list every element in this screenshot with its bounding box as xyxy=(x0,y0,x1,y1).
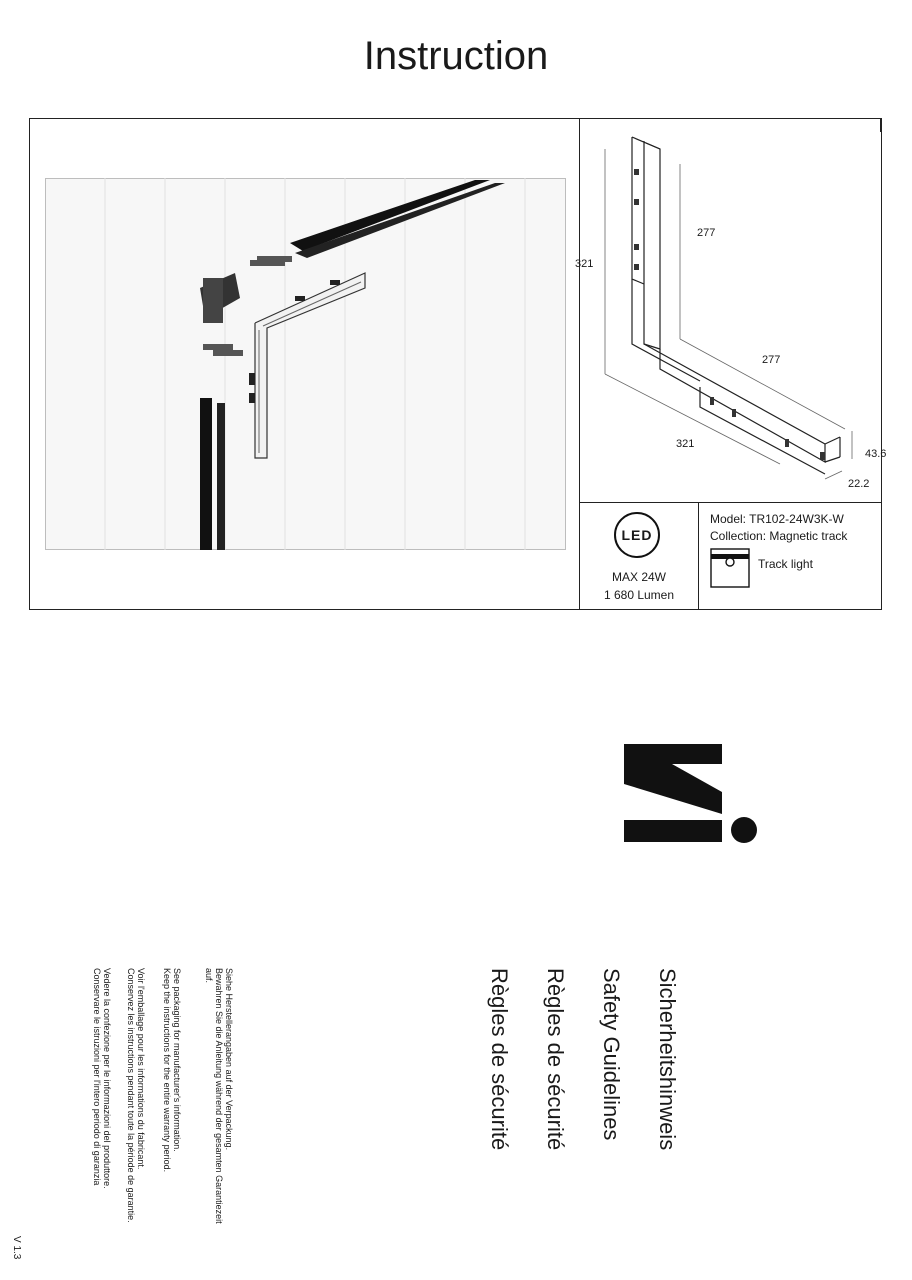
version-label: V 1.3 xyxy=(11,1236,22,1260)
collection-label: Collection: Magnetic track xyxy=(710,529,848,543)
dim-height-left: 321 xyxy=(575,258,594,270)
dim-profile-height: 43.6 xyxy=(865,448,887,460)
safety-note-de: Siehe Herstellerangaben auf der Verpacku… xyxy=(204,968,234,1224)
divider-spec xyxy=(698,502,699,610)
lumen-value: 1 680 Lumen xyxy=(603,588,675,602)
safety-heading-en: Safety Guidelines xyxy=(599,968,624,1141)
divider-horizontal xyxy=(579,502,882,503)
dim-depth-right: 277 xyxy=(762,354,781,366)
dim-depth-left: 321 xyxy=(676,438,695,450)
track-light-icon xyxy=(710,548,750,588)
safety-note-en: See packaging for manufacturer's informa… xyxy=(162,968,182,1173)
technical-drawing xyxy=(604,136,853,480)
frame-tick xyxy=(880,118,881,132)
brand-logo xyxy=(624,744,757,843)
page-title: Instruction xyxy=(363,34,549,78)
product-type: Track light xyxy=(758,557,813,571)
max-power: MAX 24W xyxy=(611,570,666,584)
model-info: Model: TR102-24W3K-W Collection: Magneti… xyxy=(710,511,847,545)
product-photo xyxy=(45,178,566,550)
safety-note-fr: Voir l'emballage pour les informations d… xyxy=(126,968,146,1223)
product-frame xyxy=(29,118,882,610)
led-icon: LED xyxy=(614,512,660,558)
dim-profile-width: 22.2 xyxy=(848,478,870,490)
dim-height-right: 277 xyxy=(697,227,716,239)
safety-note-it: Vedere la confezione per le informazioni… xyxy=(92,968,112,1189)
divider-vertical xyxy=(579,118,580,610)
safety-heading-fr2: Règles de sécurité xyxy=(487,968,512,1151)
safety-heading-de: Sicherheitshinweis xyxy=(655,968,680,1151)
model-label: Model: TR102-24W3K-W xyxy=(710,512,844,526)
safety-heading-fr: Règles de sécurité xyxy=(543,968,568,1151)
